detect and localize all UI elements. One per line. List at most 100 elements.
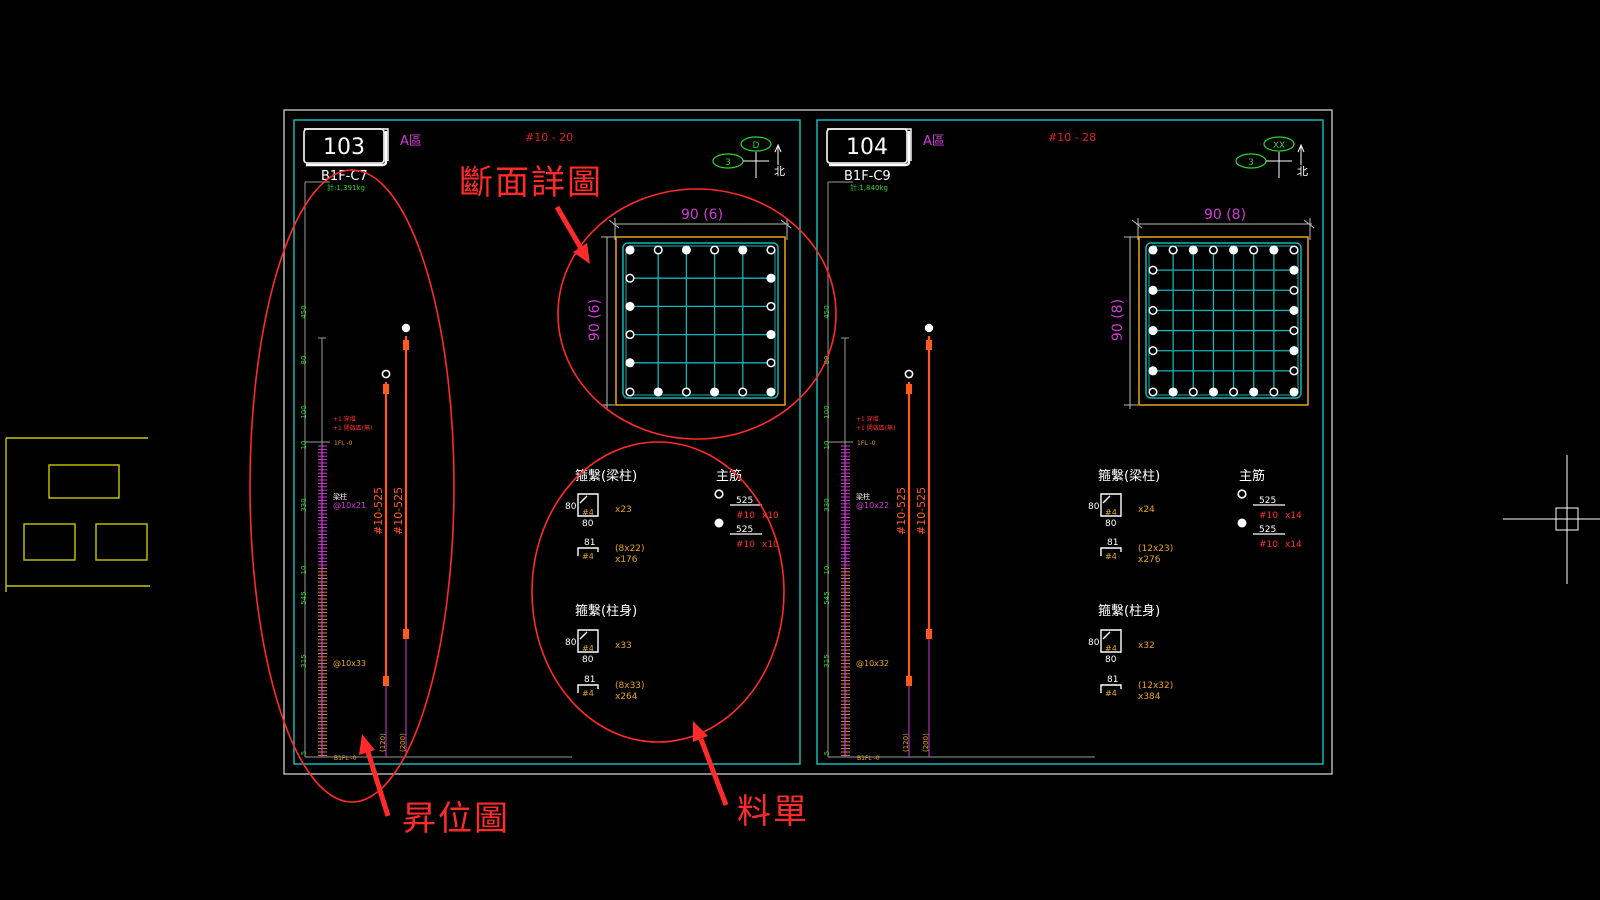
bar-bottom-label: (120) xyxy=(902,733,910,752)
main-bar xyxy=(766,245,776,255)
bar-label: #10-525 xyxy=(915,487,928,535)
dimension-label: 450 xyxy=(300,305,308,318)
tie-dim: 80 xyxy=(582,519,594,529)
coupler-icon xyxy=(906,676,912,686)
level-bottom-label: B1FL -0 xyxy=(857,755,880,762)
section-dim-horizontal: 90 (8) xyxy=(1204,207,1246,223)
bar-size: #4 xyxy=(582,689,594,698)
tie-quantity-detail: (8x22) xyxy=(615,544,645,554)
level-top-label: 1FL -0 xyxy=(857,440,876,447)
main-bar-solid-icon xyxy=(714,518,724,528)
dimension-label: 80 xyxy=(300,356,308,365)
crosstie-hook-icon xyxy=(1100,684,1122,693)
main-bar xyxy=(1148,346,1158,356)
tie-dim: 81 xyxy=(1107,538,1118,548)
red-note-1: +1 穿增 xyxy=(856,415,879,423)
main-bar xyxy=(1289,265,1299,275)
bar-size: #4 xyxy=(582,552,594,561)
drawing-border xyxy=(283,109,1333,775)
tie-note-2: @10x32 xyxy=(856,659,889,668)
ties-beam-title: 箍繫(梁柱) xyxy=(575,468,637,484)
sheet-number-box xyxy=(826,128,908,164)
tie-dim: 80 xyxy=(582,655,594,665)
main-bar xyxy=(1289,305,1299,315)
dimension-label: 315 xyxy=(823,654,831,667)
main-bar xyxy=(625,273,635,283)
main-bar xyxy=(681,387,691,397)
crosstie-hook-icon xyxy=(1100,547,1122,556)
main-bar xyxy=(1148,366,1158,376)
closed-tie-icon xyxy=(1100,629,1122,653)
column-section-detail: 90 (8) 90 (8) xyxy=(1110,207,1315,409)
sheet-number: 103 xyxy=(323,135,365,160)
main-bar-size: #10 xyxy=(736,511,755,521)
stirrup-inner xyxy=(1148,245,1299,396)
main-bar xyxy=(738,387,748,397)
section-dim-vertical: 90 (6) xyxy=(587,299,603,341)
bar-label: #10-525 xyxy=(392,487,405,535)
tie-dim: 80 xyxy=(565,502,577,512)
material-highlight-ellipse xyxy=(531,441,785,743)
axis-left-label: 3 xyxy=(1248,158,1254,168)
coupler-icon xyxy=(383,676,389,686)
bar-bottom-label: (200) xyxy=(922,733,930,752)
main-bar xyxy=(766,330,776,340)
main-bar xyxy=(710,245,720,255)
main-bar-length: 525 xyxy=(736,496,753,506)
tie-quantity-total: x264 xyxy=(615,692,638,702)
tie-dim: 81 xyxy=(584,538,595,548)
ties-column-title: 箍繫(柱身) xyxy=(575,603,637,619)
main-bar xyxy=(1289,346,1299,356)
main-bar xyxy=(1168,387,1178,397)
section-dim-vertical: 90 (8) xyxy=(1110,299,1126,341)
main-bar xyxy=(625,330,635,340)
main-bar xyxy=(766,301,776,311)
coupler-icon xyxy=(926,629,932,639)
main-bar xyxy=(1148,305,1158,315)
closed-tie-icon xyxy=(577,629,599,653)
main-bar xyxy=(653,245,663,255)
section-highlight-ellipse xyxy=(557,188,837,440)
dimension-label: 10 xyxy=(823,566,831,575)
ties-column-title: 箍繫(柱身) xyxy=(1098,603,1160,619)
sheet-number-box xyxy=(303,128,385,164)
bar-size: #4 xyxy=(582,508,594,517)
main-bar xyxy=(1148,245,1158,255)
main-bar xyxy=(1148,326,1158,336)
north-label: 北 xyxy=(1297,165,1308,178)
main-bar-quantity: x14 xyxy=(1285,511,1302,521)
sheet-frame xyxy=(293,119,801,765)
main-bar xyxy=(1269,245,1279,255)
dimension-label: 5 xyxy=(823,751,831,755)
main-bar xyxy=(625,387,635,397)
main-bar-length: 525 xyxy=(1259,525,1276,535)
bar-label: #10-525 xyxy=(895,487,908,535)
tie-note-1: @10x21 xyxy=(333,501,366,510)
sheet-number: 104 xyxy=(846,135,888,160)
main-bar xyxy=(1148,285,1158,295)
coupler-icon xyxy=(383,384,389,394)
main-bar-quantity: x10 xyxy=(762,511,779,521)
axis-top-label: D xyxy=(753,141,760,151)
tie-dim: 80 xyxy=(1105,519,1117,529)
weight-label: 計:1,840kg xyxy=(850,183,888,192)
zone-label: A區 xyxy=(923,134,945,149)
tie-quantity-total: x384 xyxy=(1138,692,1161,702)
tie-dim: 81 xyxy=(584,675,595,685)
bar-range-label: #10 - 28 xyxy=(1048,131,1096,144)
dimension-label: 450 xyxy=(823,305,831,318)
bar-size: #4 xyxy=(1105,552,1117,561)
crosstie-hook-icon xyxy=(577,684,599,693)
main-bar xyxy=(1229,245,1239,255)
bar-size: #4 xyxy=(1105,644,1117,653)
north-arrow-icon xyxy=(1297,143,1305,165)
main-bar xyxy=(1289,245,1299,255)
dimension-label: 315 xyxy=(300,654,308,667)
rebar-end-marker xyxy=(401,323,411,333)
tie-note-label: 梁柱 xyxy=(333,492,347,501)
bar-size: #4 xyxy=(1105,689,1117,698)
weight-label: 計:1,391kg xyxy=(327,183,365,192)
